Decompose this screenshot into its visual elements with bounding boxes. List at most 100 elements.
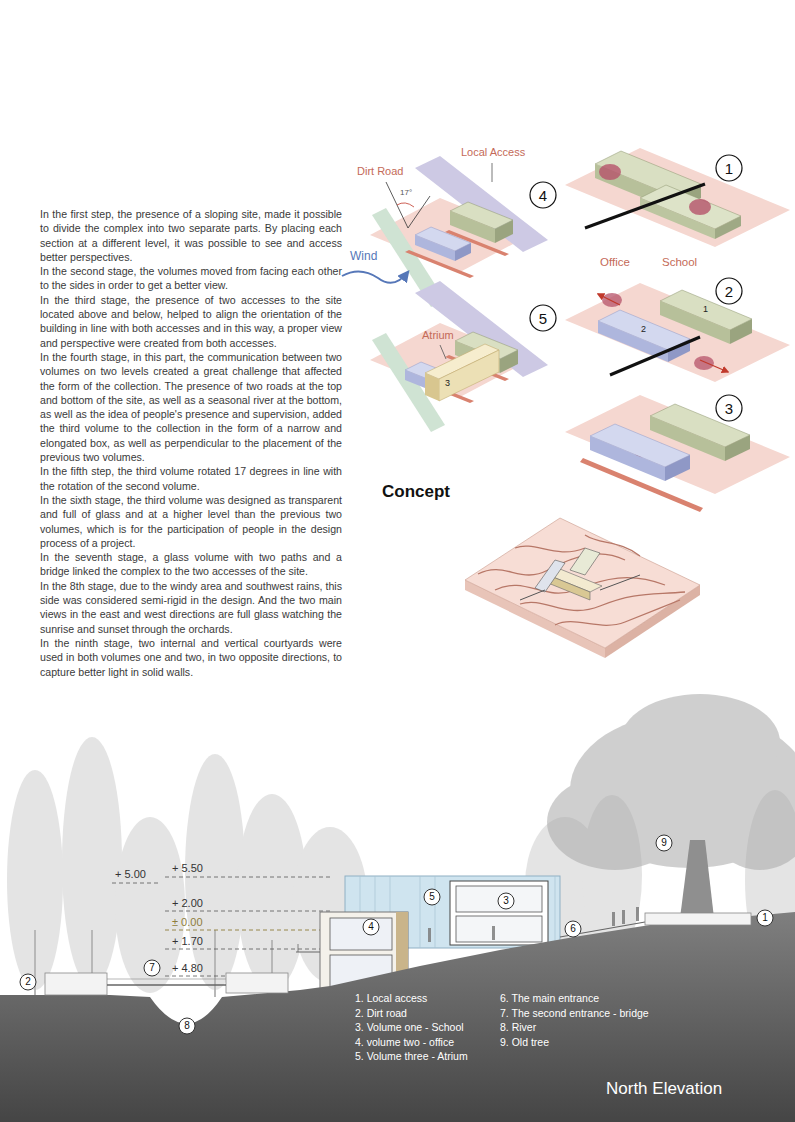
concept-paragraph: In the fifth step, the third volume rota… [40,464,342,493]
road-label: Local Access [461,146,525,159]
leader-line [440,345,446,359]
concept-step-2 [565,283,790,382]
callout-circle: 7 [143,959,161,977]
callout-number: 5 [539,311,547,326]
view-arrow [700,360,728,372]
topographic-model [465,518,700,658]
callout-circle: 5 [529,304,557,332]
callout-number: 7 [149,963,155,973]
callout-number: 1 [762,913,768,923]
office-volume [455,243,471,261]
school-volume [730,319,752,344]
model-building [520,548,640,600]
circle-outline [757,910,773,926]
atrium-volume [439,350,499,401]
callout-number: 5 [429,892,435,902]
bridge [107,984,226,985]
level-label: + 2.00 [172,897,203,910]
site-plane [565,395,790,494]
local-access-platform [645,913,751,925]
concept-paragraph: In the first step, the presence of a slo… [40,207,342,264]
circle-outline [716,395,742,421]
dirt-road-platform [45,973,107,995]
callout-number: 4 [539,188,547,203]
callout-circle: 8 [178,1017,196,1035]
ground-section [0,912,795,1122]
atrium-volume [425,373,439,401]
circle-outline [716,278,742,304]
office-volume [415,235,455,261]
bridge-landing [226,973,288,993]
concept-paragraph: In the sixth stage, the third volume was… [40,493,342,550]
callout-number: 1 [725,161,733,176]
concept-paragraph: In the ninth stage, two internal and ver… [40,636,342,679]
leader-line [492,163,493,182]
level-label: + 5.50 [172,862,203,875]
key-item: 5. Volume three - Atrium [355,1050,468,1062]
concept-paragraph: In the fourth stage, in this part, the c… [40,350,342,464]
view-blob [689,199,711,215]
level-label: + 1.70 [172,935,203,948]
callout-circle: 1 [715,154,743,182]
callout-number: 6 [570,924,576,934]
circle-outline [363,919,379,935]
concept-paragraph: In the seventh stage, a glass volume wit… [40,550,342,579]
level-line [165,930,330,931]
callout-circle: 3 [715,394,743,422]
angle-label: 17° [400,188,412,197]
callout-number: 8 [184,1021,190,1031]
wind-arrow [342,271,408,282]
angle-line [408,196,430,228]
text-column: In the first step, the presence of a slo… [40,207,342,679]
bridge-rail [107,979,226,980]
concept-step-5 [370,281,548,432]
circle-outline [144,960,160,976]
view-blob [694,356,714,370]
concept-step-3 [565,395,790,512]
volume-number: 1 [703,304,708,314]
angle-arc [397,203,414,207]
callout-number: 3 [725,401,733,416]
site-plane [565,283,790,382]
key-item: 2. Dirt road [355,1007,407,1019]
callout-number: 9 [661,838,667,848]
section-line [585,184,705,228]
circle-outline [498,893,514,909]
callout-circle: 2 [19,973,37,991]
wind-label: Wind [350,250,377,264]
walkway [560,922,645,937]
dirt-road [372,333,445,432]
key-item: 9. Old tree [500,1036,549,1048]
old-tree-trunk [680,840,714,918]
callout-circle: 5 [423,888,441,906]
site-plane [565,148,790,247]
office-volume [665,455,690,481]
callout-circle: 3 [497,892,515,910]
volume-box [715,216,741,239]
key-item: 6. The main entrance [500,992,599,1004]
section-heading: Concept [382,482,450,502]
callout-number: 2 [25,977,31,987]
callout-circle: 6 [564,920,582,938]
circle-outline [179,1018,195,1034]
model-top [465,518,700,648]
circle-outline [530,305,556,331]
path-strip [580,458,703,512]
volume-number: 3 [445,378,450,388]
elevation-title: North Elevation [606,1079,722,1099]
callout-number: 3 [503,896,509,906]
key-item: 3. Volume one - School [355,1021,464,1033]
key-item: 8. River [500,1021,536,1033]
callout-number: 2 [725,284,733,299]
level-lines [112,877,330,976]
circle-outline [565,921,581,937]
callout-circle: 1 [756,909,774,927]
level-label: + 5.00 [115,868,146,881]
callout-circle: 4 [362,918,380,936]
callout-circle: 9 [655,834,673,852]
concept-paragraph: In the second stage, the volumes moved f… [40,264,342,293]
circle-outline [424,889,440,905]
road-label: Dirt Road [357,165,403,178]
key-item: 1. Local access [355,992,427,1004]
